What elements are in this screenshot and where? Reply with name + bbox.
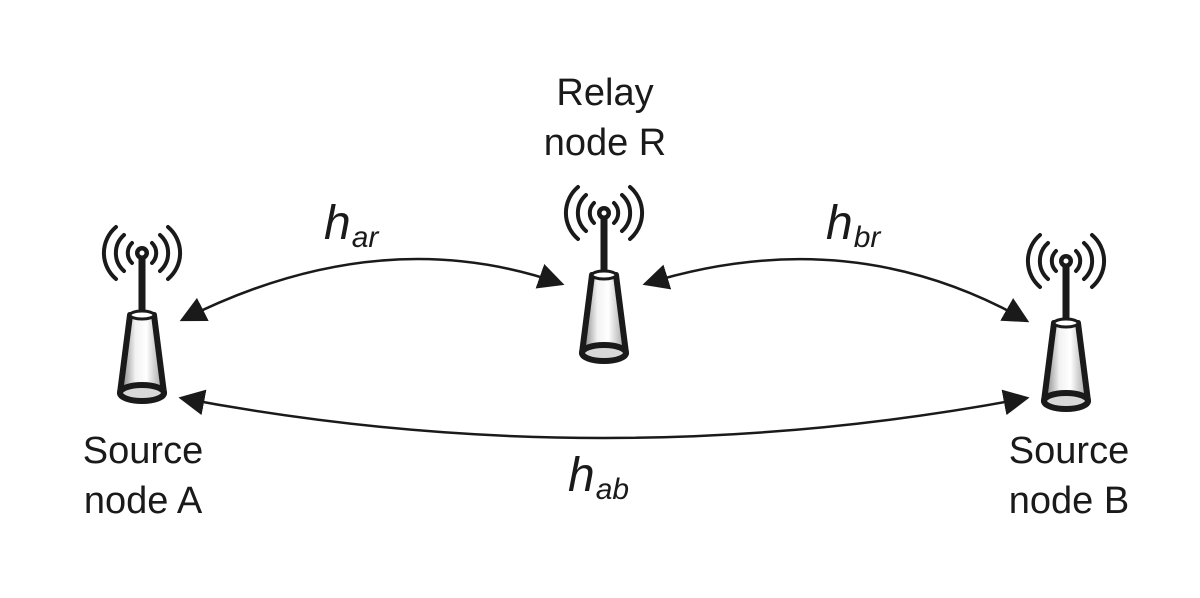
source-b-label-line2: node B: [1008, 480, 1130, 522]
relay-label-line2: node R: [543, 122, 667, 164]
channel-ab-symbol: h: [568, 449, 595, 502]
relay-node-label: Relay node R: [520, 68, 690, 168]
source-a-label: Source node A: [58, 426, 228, 526]
channel-br-label: hbr: [826, 196, 881, 254]
channel-br-symbol: h: [826, 197, 853, 250]
source-b-label: Source node B: [984, 426, 1154, 526]
relay-antenna-icon: [566, 187, 642, 361]
channel-ar-label: har: [324, 196, 379, 254]
source-a-label-line2: node A: [83, 480, 203, 522]
channel-ab-subscript: ab: [595, 473, 630, 506]
channel-ar-symbol: h: [324, 197, 351, 250]
relay-label-line1: Relay: [556, 72, 654, 114]
channel-ab-label: hab: [568, 448, 630, 506]
source-b-label-line1: Source: [1008, 430, 1130, 472]
source-b-antenna-icon: [1028, 235, 1104, 409]
source-a-label-line1: Source: [82, 430, 204, 472]
channel-ar-subscript: ar: [351, 221, 379, 254]
channel-br-subscript: br: [853, 221, 881, 254]
channel-br-arrow: [642, 257, 1030, 323]
channel-ar-arrow: [179, 257, 565, 322]
channel-ab-arrow: [178, 389, 1030, 440]
source-a-antenna-icon: [104, 227, 180, 401]
